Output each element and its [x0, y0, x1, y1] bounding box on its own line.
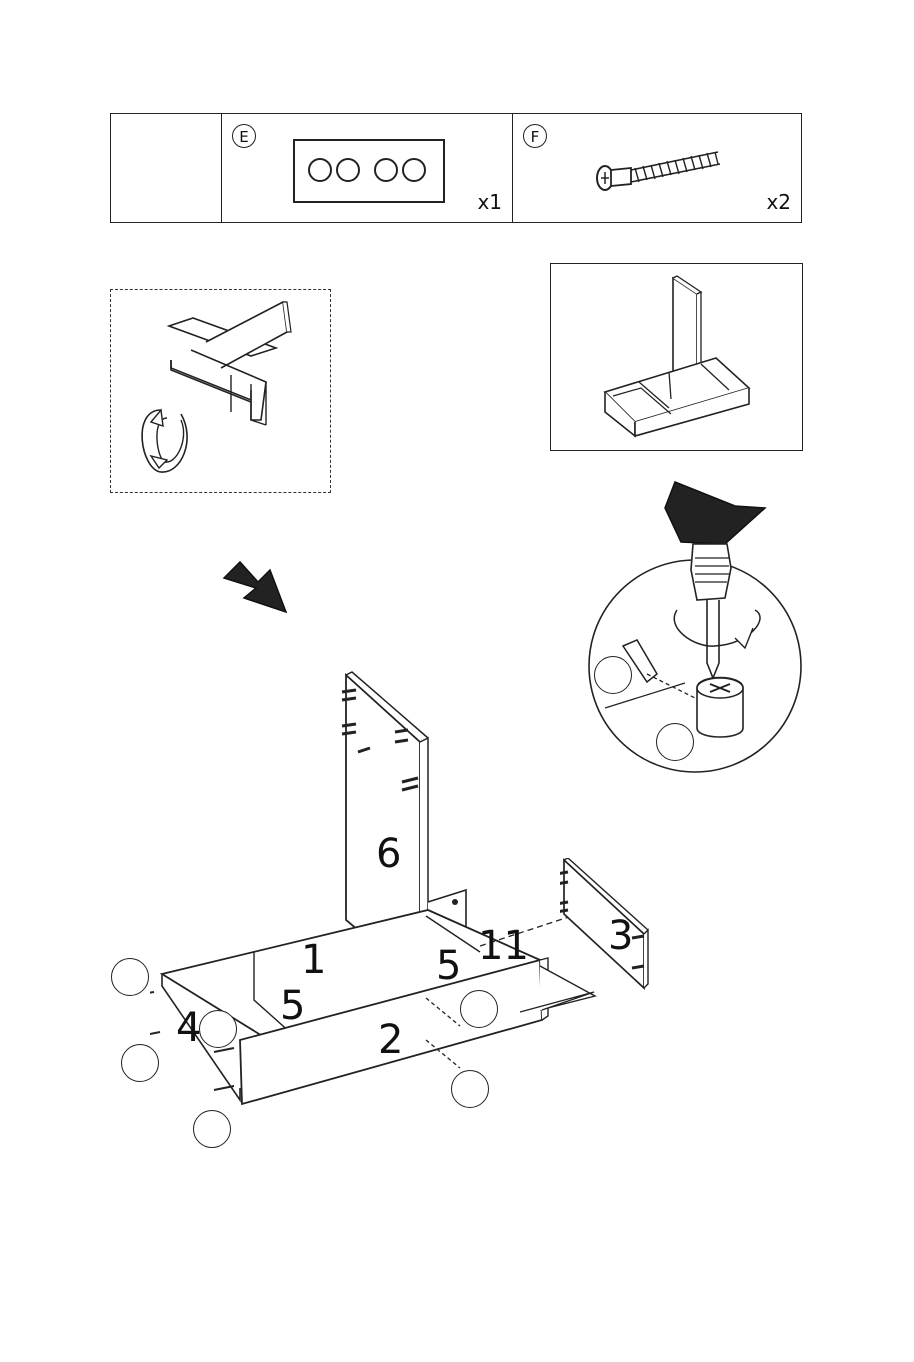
callout-circle [111, 958, 149, 996]
result-inset [550, 263, 803, 451]
result-assembly-diagram [551, 264, 804, 452]
panel-label-6: 6 [376, 834, 401, 874]
panel-label-5-left: 5 [280, 986, 305, 1026]
panel-label-11: 11 [478, 926, 529, 966]
part-letter-e: E [232, 124, 256, 148]
callout-circle [193, 1110, 231, 1148]
panel-label-5-right: 5 [436, 946, 461, 986]
callout-circle [121, 1044, 159, 1082]
rotate-arrow-icon [142, 410, 187, 472]
part-letter-f: F [523, 124, 547, 148]
panel-label-4: 4 [176, 1008, 201, 1048]
callout-e [656, 723, 694, 761]
parts-table: E x1 F x2 [110, 113, 802, 223]
part-qty-f: x2 [766, 190, 791, 214]
flip-inset [110, 289, 331, 493]
callout-circle [451, 1070, 489, 1108]
panel-3-diagram [560, 858, 650, 990]
part-qty-e: x1 [477, 190, 502, 214]
parts-cell-f: F x2 [513, 114, 801, 222]
cam-lock-plate-icon [292, 138, 446, 204]
direction-arrow-icon [218, 556, 292, 618]
cam-bolt-screw-icon [593, 144, 728, 194]
parts-cell-empty [111, 114, 222, 222]
callout-circle [199, 1010, 237, 1048]
panel-11-diagram [518, 988, 598, 1014]
panel-label-3: 3 [608, 916, 633, 956]
callout-circle [460, 990, 498, 1028]
panel-label-2: 2 [378, 1020, 403, 1060]
flipped-assembly-diagram [111, 290, 332, 494]
panel-label-1: 1 [301, 940, 326, 980]
parts-cell-e: E x1 [222, 114, 513, 222]
